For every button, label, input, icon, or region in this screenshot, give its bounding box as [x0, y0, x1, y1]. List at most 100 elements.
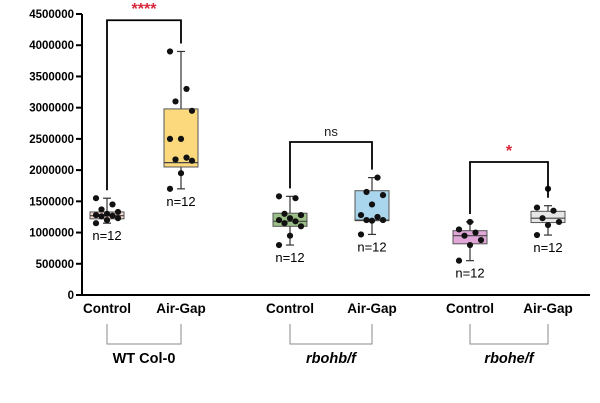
significance-bracket: [469, 161, 549, 214]
data-point: [114, 215, 122, 222]
significance-label: ****: [132, 1, 158, 18]
x-axis: Control Air-Gap WT Col-0 Control Air-Gap rboh…: [82, 294, 590, 367]
data-point: [477, 236, 485, 244]
data-point: [114, 208, 122, 216]
n-label: n=12: [533, 240, 562, 255]
x-category-label: Air-Gap: [523, 301, 573, 316]
y-tick-label: 3000000: [29, 103, 74, 115]
significance-label: *: [506, 143, 513, 160]
data-point: [374, 213, 381, 221]
data-point: [166, 135, 174, 142]
data-point: [275, 241, 283, 249]
data-point: [109, 212, 116, 219]
box-control-0: n=12: [89, 195, 125, 243]
box-control-2: n=12: [452, 218, 488, 281]
data-point: [188, 157, 196, 164]
data-point: [286, 232, 294, 239]
data-point: [183, 154, 190, 161]
data-point: [357, 211, 365, 219]
data-point: [379, 191, 387, 199]
data-point: [183, 85, 190, 93]
data-point: [172, 98, 179, 105]
n-label: n=12: [92, 228, 121, 243]
x-category-label: Control: [266, 301, 314, 316]
data-point: [172, 156, 179, 163]
data-point: [357, 231, 365, 238]
x-category-label: Control: [83, 301, 131, 316]
n-label: n=12: [166, 194, 195, 209]
y-axis: 0 500000 1000000 1500000 2000000 2500000 30000…: [29, 9, 83, 302]
data-point: [466, 241, 474, 249]
data-point: [550, 207, 557, 214]
y-tick-label: 2000000: [29, 165, 74, 177]
y-tick-label: 2500000: [29, 134, 74, 146]
data-point: [166, 185, 174, 192]
n-label: n=12: [357, 239, 386, 254]
data-point: [461, 232, 468, 239]
data-point: [363, 216, 370, 224]
y-tick-label: 4500000: [29, 9, 74, 21]
group-bracket: [106, 324, 182, 345]
data-point: [281, 210, 288, 217]
data-point: [368, 217, 376, 224]
data-point: [374, 174, 381, 181]
significance-brackets: **** ns *: [106, 1, 549, 214]
n-label: n=12: [275, 250, 304, 265]
y-tick-label: 1500000: [29, 196, 74, 208]
box-air-gap-0: n=12: [163, 48, 199, 209]
data-point: [379, 216, 387, 224]
data-point: [177, 135, 185, 142]
y-tick-label: 0: [68, 290, 74, 302]
data-point: [275, 193, 283, 200]
data-point: [368, 201, 376, 208]
significance-label: ns: [324, 124, 338, 139]
group-bracket: [289, 324, 373, 345]
y-tick-label: 4000000: [29, 40, 74, 52]
data-point: [92, 211, 100, 219]
data-point: [188, 107, 196, 114]
data-point: [92, 220, 100, 227]
data-point: [98, 213, 105, 220]
data-point: [455, 257, 463, 264]
data-point: [363, 188, 370, 196]
box-control-1: n=12: [272, 193, 308, 265]
group-label: rbohb/f: [306, 351, 358, 367]
data-point: [166, 48, 174, 55]
data-point: [292, 218, 299, 225]
data-point: [103, 216, 111, 224]
data-point: [297, 211, 305, 219]
x-category-label: Air-Gap: [156, 301, 206, 316]
y-tick-label: 1000000: [29, 228, 74, 240]
data-point: [275, 216, 283, 224]
box-air-gap-2: n=12: [530, 185, 566, 255]
group-label: rbohe/f: [484, 351, 535, 367]
data-point: [98, 206, 105, 213]
box-plot-area: n=12 n=12 n=12 n=12 n=12 n=12: [89, 48, 566, 281]
group-bracket: [469, 324, 549, 345]
data-point: [281, 220, 288, 227]
data-point: [103, 210, 111, 217]
x-category-label: Control: [446, 301, 494, 316]
data-point: [472, 229, 479, 236]
box-air-gap-1: n=12: [354, 174, 390, 254]
data-point: [286, 215, 294, 222]
data-point: [555, 218, 563, 226]
data-point: [455, 226, 463, 233]
n-label: n=12: [455, 266, 484, 281]
y-tick-label: 3500000: [29, 71, 74, 83]
x-category-label: Air-Gap: [347, 301, 397, 316]
data-point: [297, 223, 305, 230]
data-point: [177, 170, 185, 177]
data-point: [539, 215, 546, 222]
significance-bracket: [106, 19, 182, 191]
significance-bracket: [289, 141, 373, 189]
data-point: [544, 221, 552, 229]
data-point: [109, 201, 116, 208]
data-point: [292, 195, 299, 202]
data-point: [92, 195, 100, 202]
data-point: [533, 231, 541, 239]
group-label: WT Col-0: [113, 351, 176, 367]
data-point: [533, 204, 541, 211]
y-tick-label: 500000: [36, 259, 74, 271]
